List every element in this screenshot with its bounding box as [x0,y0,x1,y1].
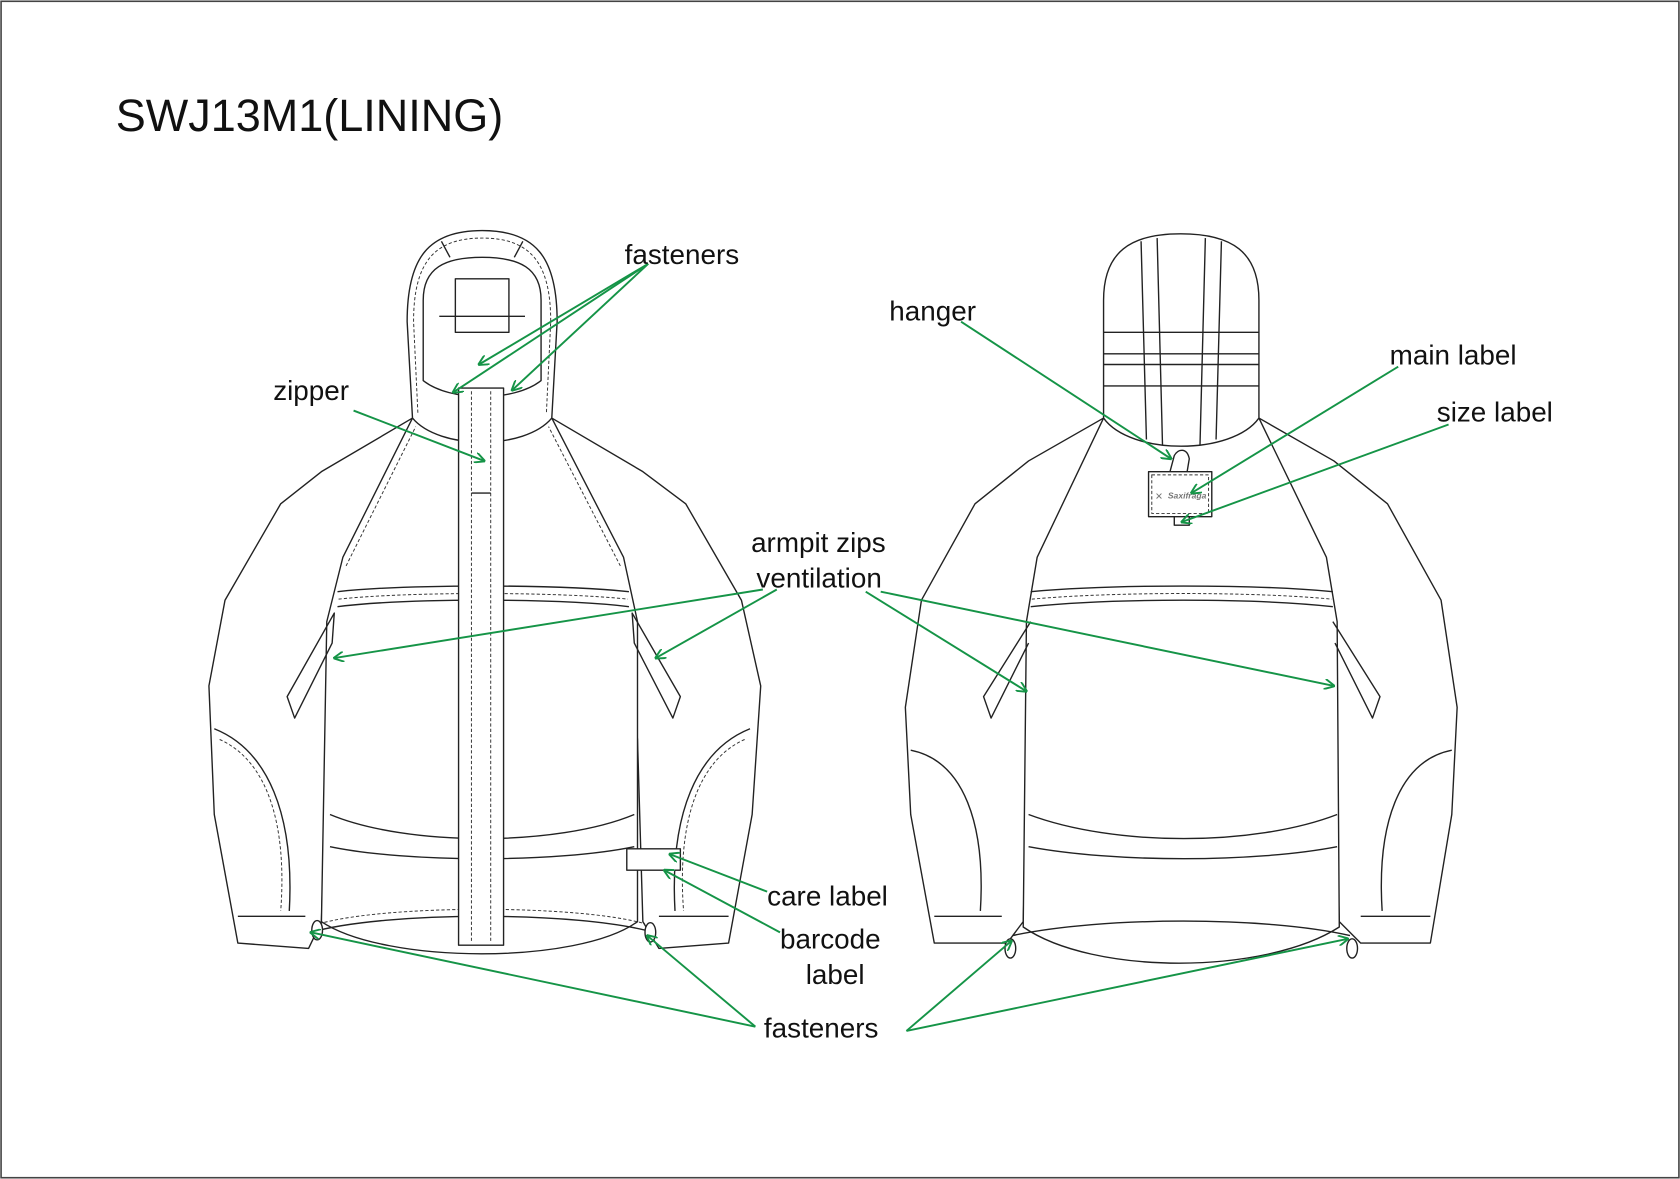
care-label-patch [626,848,682,871]
label-fasteners-top: fasteners [625,239,740,270]
back-hood [1102,233,1260,447]
hanger-loop [1169,449,1190,473]
label-armpit-zips: armpit zips [751,527,886,558]
front-zipper [457,387,505,946]
label-barcode: barcode [780,923,881,954]
label-size-label: size label [1437,396,1553,427]
callout-arrows [311,262,1449,1032]
back-jacket: Saxifraga ✕ [904,233,1458,964]
label-main-label: main label [1390,340,1517,371]
brand-mark-icon: ✕ [1155,492,1163,503]
front-jacket [208,229,762,955]
label-care-label: care label [767,881,888,912]
label-fasteners-bottom: fasteners [764,1012,879,1043]
label-barcode-label: label [806,959,865,990]
drawing-title: SWJ13M1(LINING) [116,90,504,141]
label-ventilation: ventilation [756,562,881,593]
back-body [1022,417,1340,964]
label-zipper: zipper [273,375,349,406]
label-hanger: hanger [889,296,976,327]
brand-logo: Saxifraga [1168,490,1207,500]
